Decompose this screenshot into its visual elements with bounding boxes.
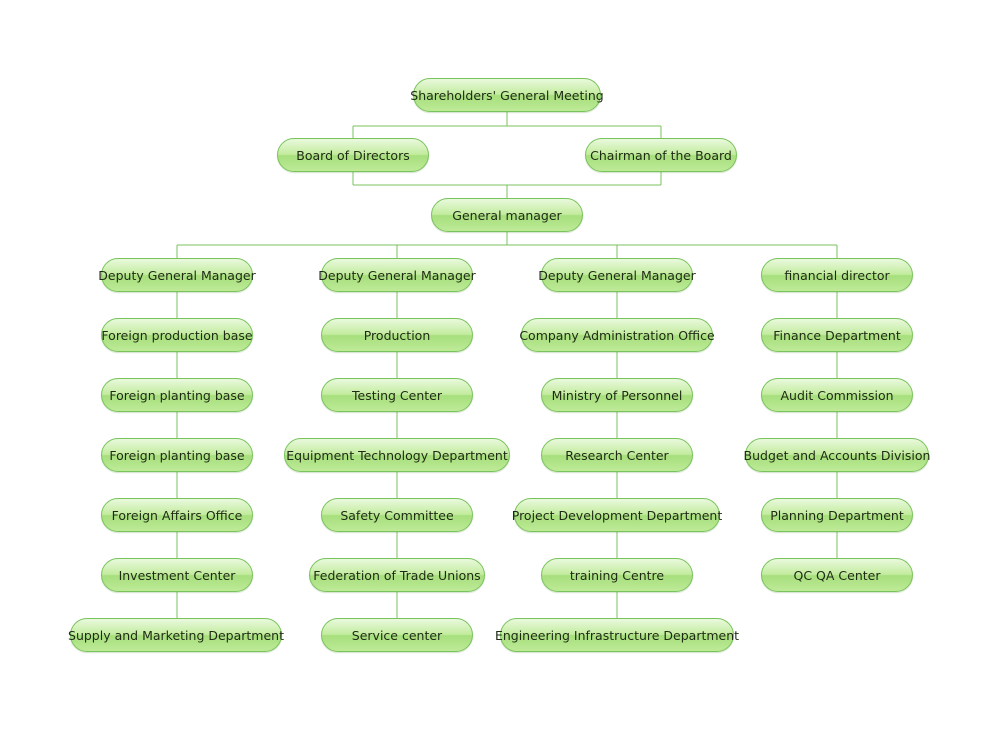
node-foreign-affairs-office[interactable]: Foreign Affairs Office xyxy=(101,498,253,532)
node-foreign-planting-base-1[interactable]: Foreign planting base xyxy=(101,378,253,412)
node-audit-commission[interactable]: Audit Commission xyxy=(761,378,913,412)
node-finance-department[interactable]: Finance Department xyxy=(761,318,913,352)
node-project-development-department[interactable]: Project Development Department xyxy=(512,498,722,532)
node-budget-and-accounts-division[interactable]: Budget and Accounts Division xyxy=(744,438,930,472)
node-foreign-planting-base-2[interactable]: Foreign planting base xyxy=(101,438,253,472)
node-deputy-general-manager-3[interactable]: Deputy General Manager xyxy=(538,258,696,292)
node-federation-of-trade-unions[interactable]: Federation of Trade Unions xyxy=(309,558,485,592)
node-shareholders-general-meeting[interactable]: Shareholders' General Meeting xyxy=(410,78,604,112)
node-foreign-production-base[interactable]: Foreign production base xyxy=(101,318,253,352)
node-equipment-technology-department[interactable]: Equipment Technology Department xyxy=(284,438,510,472)
node-research-center[interactable]: Research Center xyxy=(541,438,693,472)
node-chairman-of-the-board[interactable]: Chairman of the Board xyxy=(585,138,737,172)
node-testing-center[interactable]: Testing Center xyxy=(321,378,473,412)
node-safety-committee[interactable]: Safety Committee xyxy=(321,498,473,532)
node-general-manager[interactable]: General manager xyxy=(431,198,583,232)
node-supply-and-marketing-department[interactable]: Supply and Marketing Department xyxy=(68,618,284,652)
node-qc-qa-center[interactable]: QC QA Center xyxy=(761,558,913,592)
node-financial-director[interactable]: financial director xyxy=(761,258,913,292)
node-engineering-infrastructure-department[interactable]: Engineering Infrastructure Department xyxy=(495,618,739,652)
node-deputy-general-manager-2[interactable]: Deputy General Manager xyxy=(318,258,476,292)
node-deputy-general-manager-1[interactable]: Deputy General Manager xyxy=(98,258,256,292)
node-service-center[interactable]: Service center xyxy=(321,618,473,652)
node-investment-center[interactable]: Investment Center xyxy=(101,558,253,592)
node-company-administration-office[interactable]: Company Administration Office xyxy=(519,318,715,352)
node-ministry-of-personnel[interactable]: Ministry of Personnel xyxy=(541,378,693,412)
node-board-of-directors[interactable]: Board of Directors xyxy=(277,138,429,172)
node-production[interactable]: Production xyxy=(321,318,473,352)
node-training-centre[interactable]: training Centre xyxy=(541,558,693,592)
node-planning-department[interactable]: Planning Department xyxy=(761,498,913,532)
